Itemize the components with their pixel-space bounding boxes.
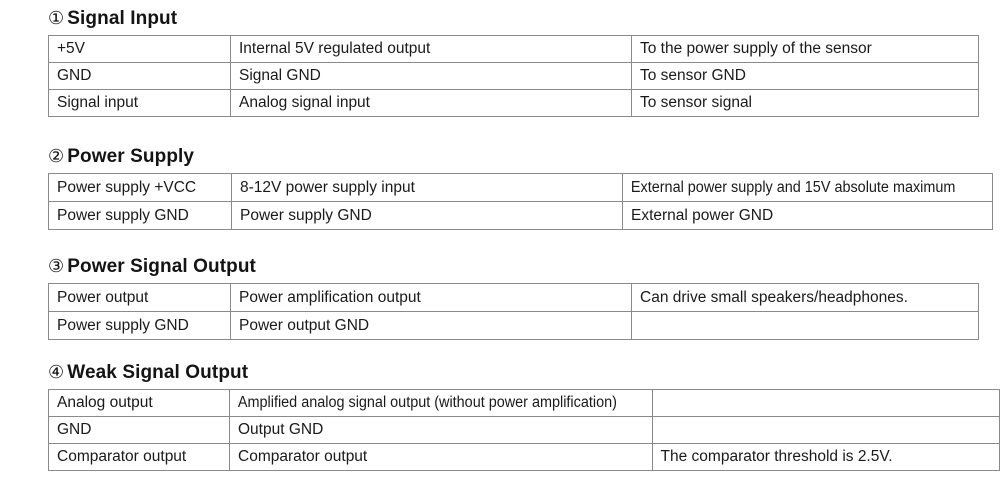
table-row: Power output Power amplification output … xyxy=(48,283,979,312)
pin-description: Analog signal input xyxy=(230,89,632,117)
pin-note xyxy=(631,311,979,340)
pin-description: Amplified analog signal output (without … xyxy=(229,389,623,417)
table-row: Analog output Amplified analog signal ou… xyxy=(48,389,1000,417)
pin-name: Comparator output xyxy=(48,443,230,471)
section-title-text: Power Supply xyxy=(67,146,195,167)
pin-note: To the power supply of the sensor xyxy=(631,35,979,63)
table-row: Comparator output Comparator output The … xyxy=(48,443,1000,471)
pin-description: Power amplification output xyxy=(230,283,632,312)
table-row: GND Signal GND To sensor GND xyxy=(48,62,979,90)
table-row: Power supply +VCC 8-12V power supply inp… xyxy=(48,173,993,202)
table-row: +5V Internal 5V regulated output To the … xyxy=(48,35,979,63)
pin-note: Can drive small speakers/headphones. xyxy=(631,283,979,312)
pin-name: Analog output xyxy=(48,389,230,417)
pin-name: Power supply GND xyxy=(48,311,231,340)
pin-name: GND xyxy=(48,62,231,90)
section-number: ① xyxy=(48,8,65,28)
table-row: Power supply GND Power output GND xyxy=(48,311,979,340)
pin-table-weak-signal-output: Analog output Amplified analog signal ou… xyxy=(48,389,1000,471)
pin-table-power-signal-output: Power output Power amplification output … xyxy=(48,283,979,340)
table-row: Signal input Analog signal input To sens… xyxy=(48,89,979,117)
pin-note: The comparator threshold is 2.5V. xyxy=(651,443,1000,471)
pin-name: Power supply GND xyxy=(48,201,232,230)
pin-name: Power output xyxy=(48,283,231,312)
pin-table-power-supply: Power supply +VCC 8-12V power supply inp… xyxy=(48,173,993,230)
table-row: Power supply GND Power supply GND Extern… xyxy=(48,201,993,230)
pin-description: Power output GND xyxy=(230,311,632,340)
pin-name: Signal input xyxy=(48,89,231,117)
section-title-text: Weak Signal Output xyxy=(67,362,249,383)
section-number: ② xyxy=(48,146,65,166)
pin-description: 8-12V power supply input xyxy=(231,173,623,202)
pin-description: Comparator output xyxy=(229,443,653,471)
section-number: ④ xyxy=(48,362,65,382)
section-title-text: Power Signal Output xyxy=(67,256,256,277)
pin-note: To sensor signal xyxy=(631,89,979,117)
section-number: ③ xyxy=(48,256,65,276)
pin-description: Internal 5V regulated output xyxy=(230,35,632,63)
pin-note: External power supply and 15V absolute m… xyxy=(622,173,968,202)
table-row: GND Output GND xyxy=(48,416,1000,444)
pin-note xyxy=(651,389,1000,417)
pin-name: Power supply +VCC xyxy=(48,173,232,202)
pin-description: Signal GND xyxy=(230,62,632,90)
pin-name: GND xyxy=(48,416,230,444)
pin-note: External power GND xyxy=(622,201,993,230)
pin-note xyxy=(651,416,1000,444)
section-title-text: Signal Input xyxy=(67,8,178,29)
pin-note: To sensor GND xyxy=(631,62,979,90)
pin-table-signal-input: +5V Internal 5V regulated output To the … xyxy=(48,35,979,117)
pin-description: Power supply GND xyxy=(231,201,623,230)
pin-description: Output GND xyxy=(229,416,653,444)
pin-name: +5V xyxy=(48,35,231,63)
